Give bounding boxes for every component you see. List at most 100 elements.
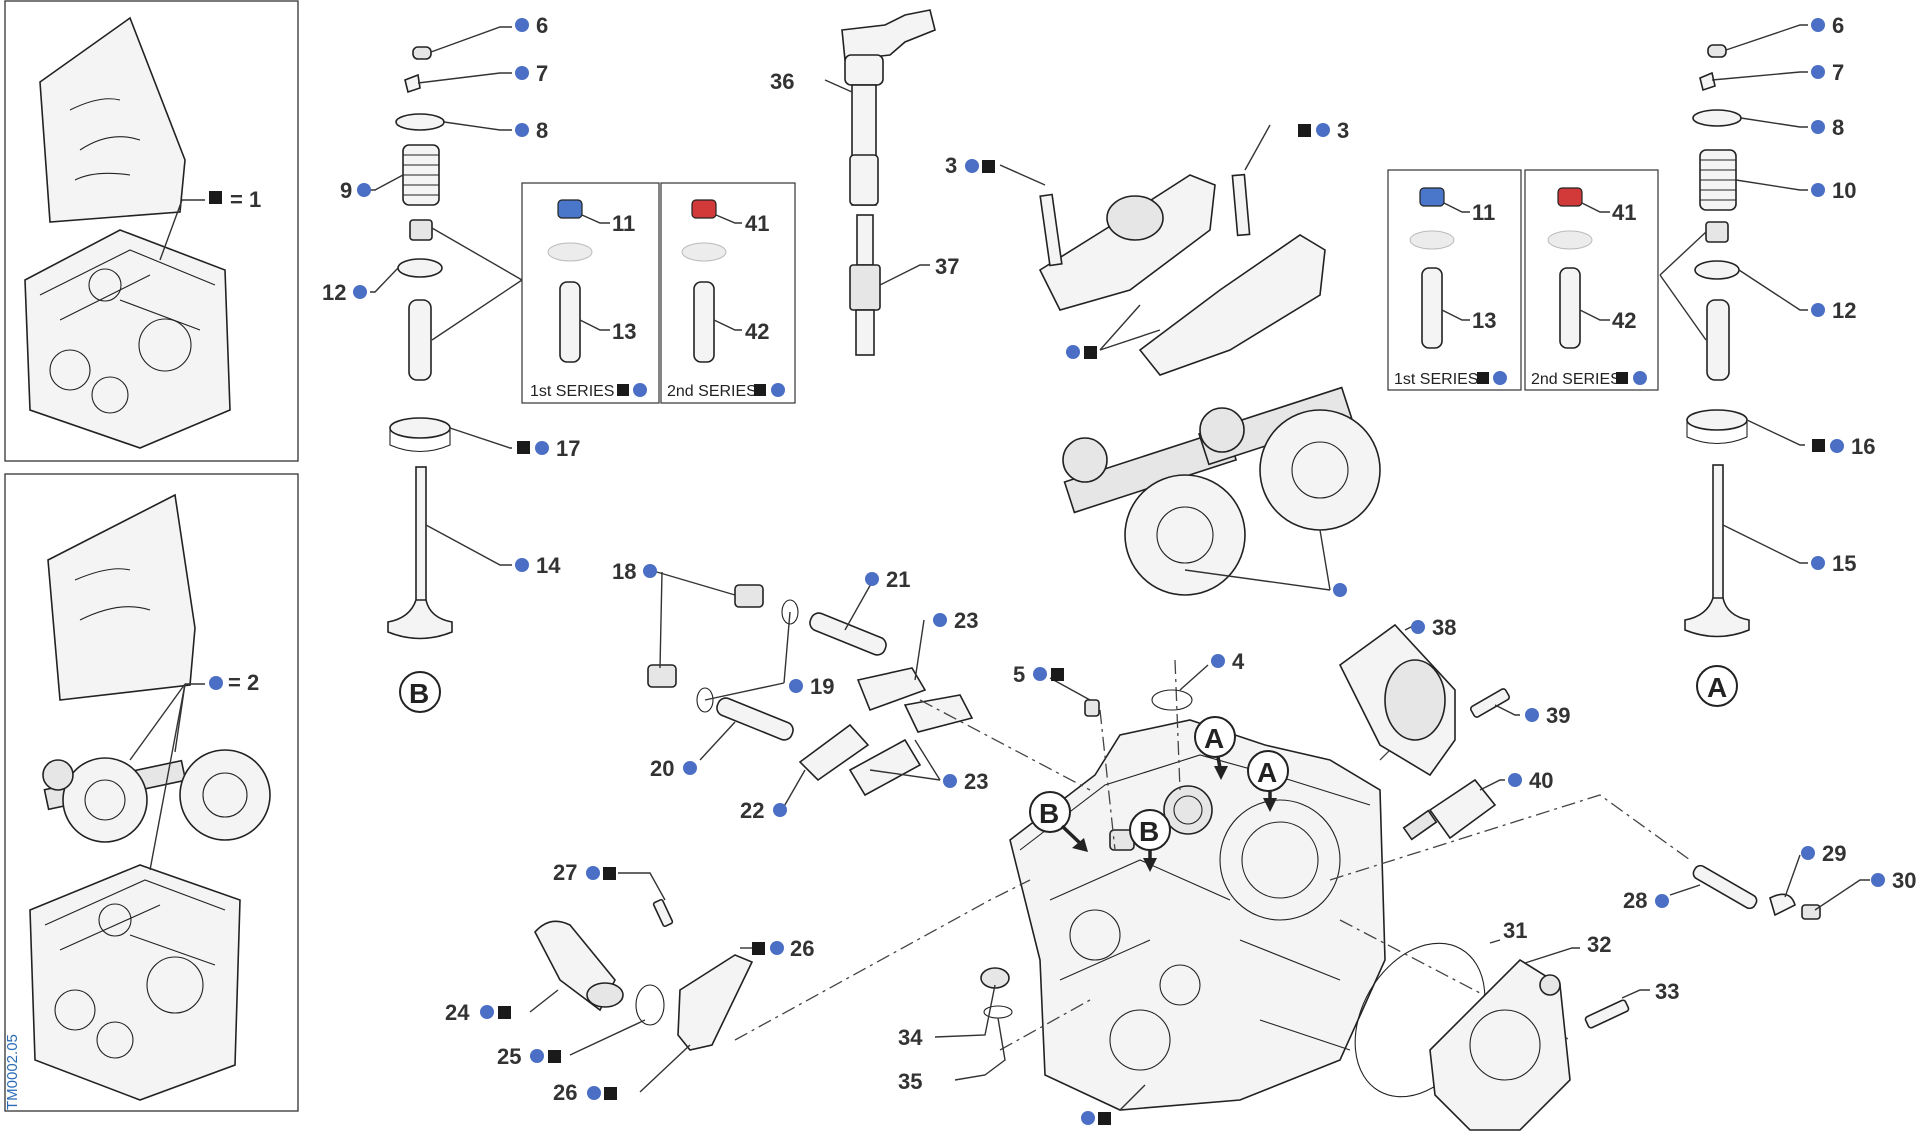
series-box-right-2nd: 41 42 2nd SERIES <box>1524 169 1659 391</box>
callout-30: 30 <box>1892 868 1916 893</box>
callout-3: 3 <box>1337 118 1349 143</box>
callout-21: 21 <box>886 567 910 592</box>
callout-42: 42 <box>1612 308 1636 333</box>
kit-panel-2: = 2 <box>4 473 299 1112</box>
callout-28: 28 <box>1623 888 1647 913</box>
plug-part <box>647 664 677 688</box>
series-label: 1st SERIES <box>1394 371 1478 388</box>
bolt-part <box>1039 193 1063 267</box>
callout-41: 41 <box>1612 200 1636 225</box>
callout-37: 37 <box>935 254 959 279</box>
series-box-left-1st: 11 13 1st SERIES <box>521 182 660 404</box>
view-label-b: B <box>409 678 429 709</box>
callout-26: 26 <box>790 936 814 961</box>
callout-17: 17 <box>556 436 580 461</box>
camshafts-part <box>1062 386 1381 596</box>
legend-2-label: = 2 <box>228 670 259 695</box>
collet-part <box>404 73 421 94</box>
callout-23: 23 <box>964 769 988 794</box>
view-label-a: A <box>1204 723 1224 754</box>
series-box-left-2nd: 41 42 2nd SERIES <box>660 182 796 404</box>
valve-stack-intake <box>1659 24 1808 638</box>
callout-27: 27 <box>553 860 577 885</box>
callout-11: 11 <box>1472 200 1495 225</box>
guide-part <box>408 299 432 381</box>
legend-1-label: = 1 <box>230 187 261 212</box>
callout-29: 29 <box>1822 841 1846 866</box>
ignition-coil-part <box>841 9 936 206</box>
callout-13: 13 <box>612 319 636 344</box>
series-label: 2nd SERIES <box>667 383 757 400</box>
view-label-b: B <box>1039 798 1059 829</box>
flange-part <box>677 954 754 1051</box>
valve-part <box>387 466 453 640</box>
callout-20: 20 <box>650 756 674 781</box>
callout-25: 25 <box>497 1044 521 1069</box>
callout-39: 39 <box>1546 703 1570 728</box>
callout-34: 34 <box>898 1025 923 1050</box>
view-label-a: A <box>1707 672 1727 703</box>
spark-plug-part <box>849 214 881 356</box>
callout-41: 41 <box>745 211 769 236</box>
valve-seat-part <box>389 417 451 453</box>
callout-15: 15 <box>1832 551 1856 576</box>
rocker-arm-part <box>903 694 974 733</box>
small-parts <box>1084 623 1511 841</box>
side-cover-assembly <box>1354 864 1821 1131</box>
o-ring-part <box>635 984 665 1026</box>
camshaft-caps-part <box>1038 173 1326 376</box>
callout-42: 42 <box>745 319 769 344</box>
callout-40: 40 <box>1529 768 1553 793</box>
callout-18: 18 <box>612 559 636 584</box>
callout-26: 26 <box>553 1080 577 1105</box>
view-label-b: B <box>1139 816 1159 847</box>
callout-31: 31 <box>1503 918 1527 943</box>
bolt-part <box>1469 688 1511 718</box>
view-label-a: A <box>1257 757 1277 788</box>
screw-part <box>1084 699 1100 717</box>
callout-19: 19 <box>810 674 834 699</box>
callout-12: 12 <box>322 280 346 305</box>
cylinder-head-icon <box>29 864 241 1101</box>
callout-8: 8 <box>1832 115 1844 140</box>
plug-part <box>734 584 764 608</box>
sensor-part <box>1428 778 1497 840</box>
camshafts-icon <box>42 749 271 843</box>
callout-8: 8 <box>536 118 548 143</box>
bag-icon <box>39 16 186 223</box>
callout-12: 12 <box>1832 298 1856 323</box>
valve-stack-exhaust <box>370 26 523 640</box>
series-label: 2nd SERIES <box>1531 371 1621 388</box>
bolt-part <box>1231 173 1251 237</box>
callout-14: 14 <box>536 553 561 578</box>
shaft-part <box>809 612 887 656</box>
coolant-fittings <box>534 898 1013 1051</box>
callout-13: 13 <box>1472 308 1496 333</box>
callout-6: 6 <box>1832 13 1844 38</box>
retainer-part <box>395 113 445 131</box>
kit-panel-1: = 1 <box>4 0 299 462</box>
washer-part <box>397 258 443 278</box>
callout-9: 9 <box>340 178 352 203</box>
valve-seal-red-part <box>691 199 717 219</box>
series-box-right-1st: 11 13 1st SERIES <box>1387 169 1522 391</box>
plate-part <box>1769 893 1796 917</box>
view-marker-a <box>1696 665 1738 707</box>
spring-part <box>402 144 440 206</box>
assembly-lines <box>734 659 1691 1051</box>
view-marker-b <box>399 671 441 713</box>
seal-part <box>409 219 433 241</box>
rocker-arm-part <box>848 738 922 797</box>
bag-icon <box>47 493 196 701</box>
rocker-assembly <box>647 569 974 811</box>
valve-seal-blue-part <box>557 199 583 219</box>
series-label: 1st SERIES <box>530 383 614 400</box>
callout-5: 5 <box>1013 662 1025 687</box>
callout-4: 4 <box>1232 649 1245 674</box>
bolt-part <box>1584 999 1630 1029</box>
rocker-arm-part <box>798 723 870 782</box>
cap-part <box>412 46 432 60</box>
callout-11: 11 <box>612 211 635 236</box>
shaft-part <box>716 697 794 741</box>
